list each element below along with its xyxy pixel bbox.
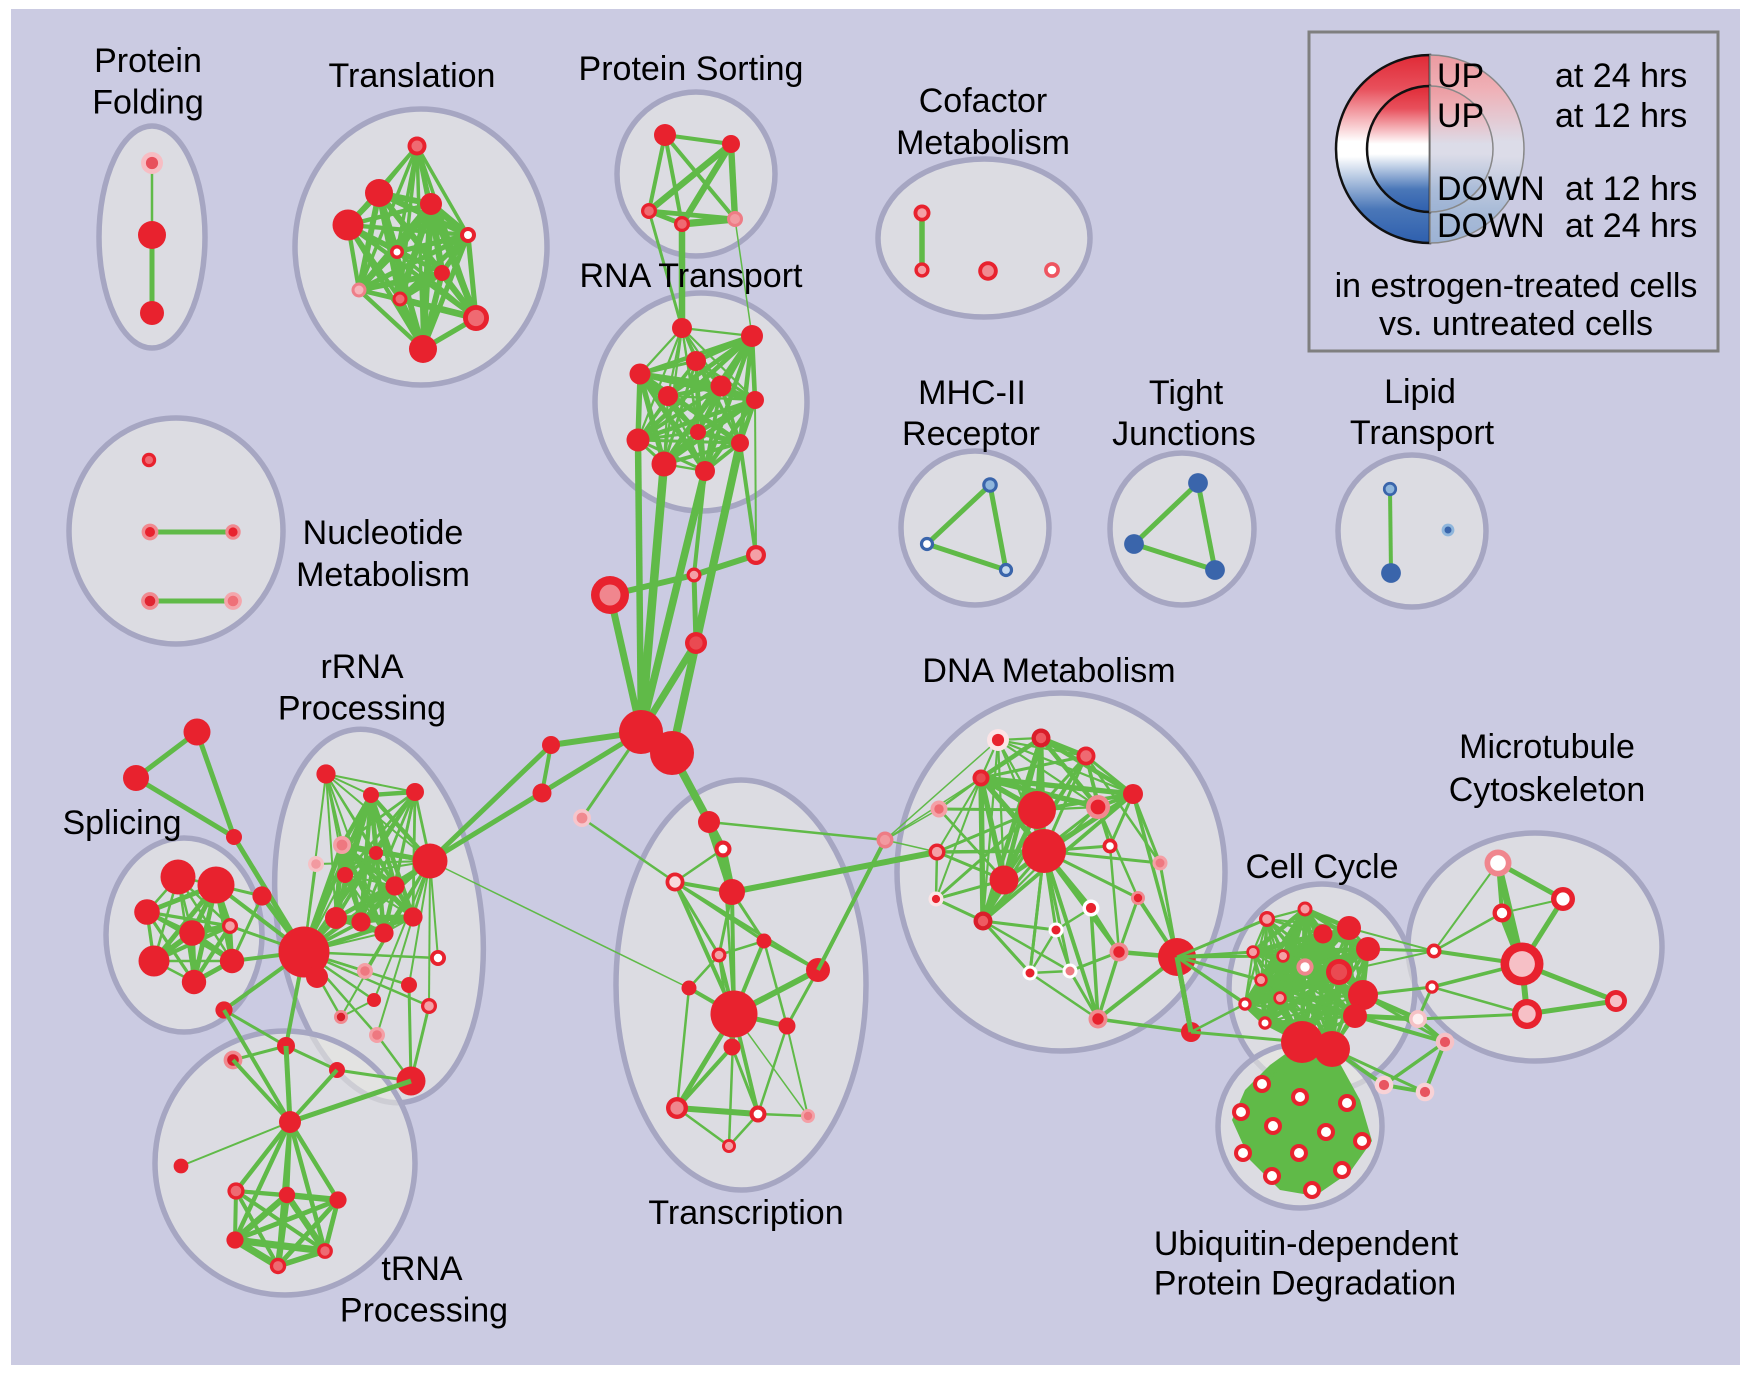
- svg-text:Protein Degradation: Protein Degradation: [1154, 1265, 1456, 1303]
- svg-text:at 12 hrs: at 12 hrs: [1565, 170, 1697, 208]
- svg-text:DNA Metabolism: DNA Metabolism: [922, 652, 1175, 690]
- svg-text:rRNA: rRNA: [320, 648, 403, 686]
- svg-text:in estrogen-treated cells: in estrogen-treated cells: [1335, 267, 1698, 305]
- svg-text:Translation: Translation: [329, 57, 496, 95]
- svg-text:Folding: Folding: [92, 84, 204, 122]
- svg-text:Transport: Transport: [1350, 414, 1495, 452]
- svg-text:UP: UP: [1437, 57, 1484, 95]
- svg-text:Protein Sorting: Protein Sorting: [579, 50, 804, 88]
- svg-text:Metabolism: Metabolism: [896, 124, 1070, 162]
- svg-text:at 24 hrs: at 24 hrs: [1565, 207, 1697, 245]
- svg-text:Transcription: Transcription: [648, 1194, 843, 1232]
- svg-text:Splicing: Splicing: [62, 804, 181, 842]
- svg-text:Metabolism: Metabolism: [296, 556, 470, 594]
- svg-text:RNA Transport: RNA Transport: [580, 257, 804, 295]
- svg-text:Junctions: Junctions: [1112, 415, 1256, 453]
- svg-text:Nucleotide: Nucleotide: [303, 514, 464, 552]
- svg-text:Cell Cycle: Cell Cycle: [1245, 848, 1398, 886]
- svg-text:at 24 hrs: at 24 hrs: [1555, 57, 1687, 95]
- svg-text:DOWN: DOWN: [1437, 207, 1545, 245]
- svg-text:Ubiquitin-dependent: Ubiquitin-dependent: [1154, 1225, 1459, 1263]
- svg-text:DOWN: DOWN: [1437, 170, 1545, 208]
- svg-text:at 12 hrs: at 12 hrs: [1555, 97, 1687, 135]
- svg-text:UP: UP: [1437, 97, 1484, 135]
- svg-text:Cytoskeleton: Cytoskeleton: [1449, 771, 1646, 809]
- svg-text:Processing: Processing: [340, 1292, 508, 1330]
- svg-text:vs. untreated cells: vs. untreated cells: [1379, 305, 1653, 343]
- svg-text:Lipid: Lipid: [1384, 373, 1456, 411]
- svg-text:Microtubule: Microtubule: [1459, 728, 1635, 766]
- svg-text:tRNA: tRNA: [381, 1250, 463, 1288]
- svg-text:Processing: Processing: [278, 690, 446, 728]
- svg-text:Cofactor: Cofactor: [919, 82, 1048, 120]
- svg-text:Tight: Tight: [1149, 374, 1224, 412]
- svg-text:Protein: Protein: [94, 42, 202, 80]
- svg-text:Receptor: Receptor: [902, 415, 1040, 453]
- svg-text:MHC-II: MHC-II: [918, 374, 1026, 412]
